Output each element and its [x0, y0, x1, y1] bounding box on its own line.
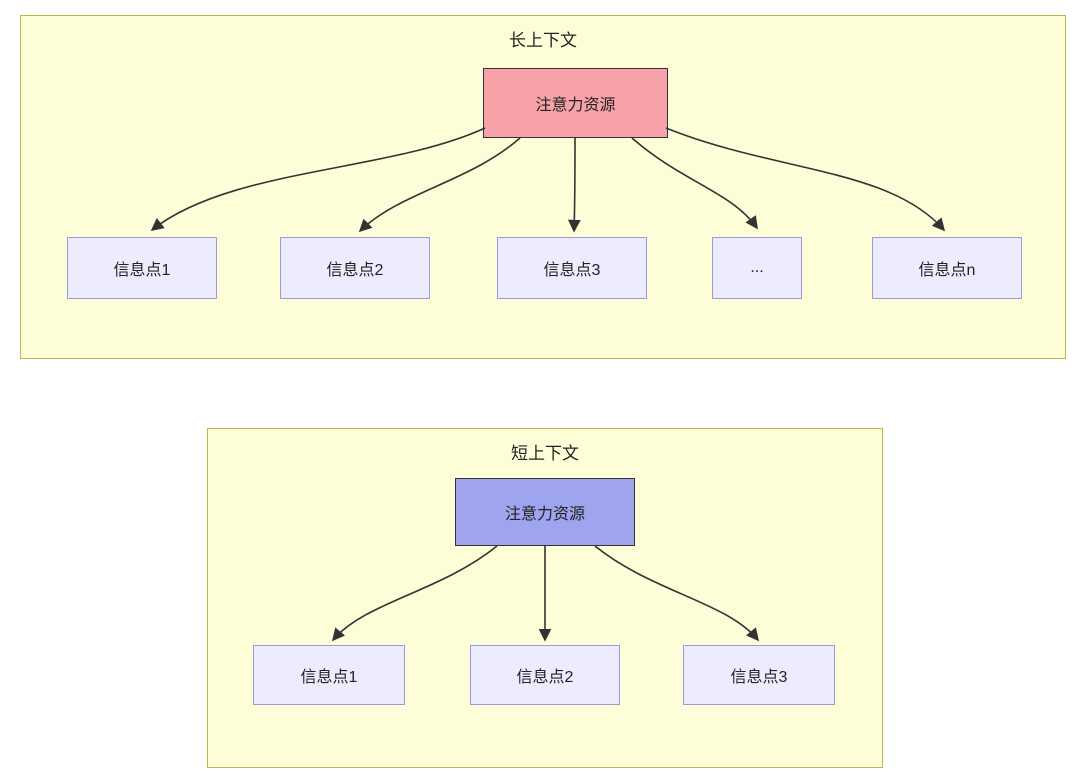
attention-box-short: 注意力资源 — [455, 478, 635, 546]
panel-long-context: 长上下文 — [20, 15, 1066, 359]
info-node-long-1-label: 信息点1 — [113, 262, 171, 279]
info-node-short-2-label: 信息点2 — [516, 669, 574, 686]
attention-box-short-label: 注意力资源 — [504, 506, 585, 523]
info-node-long-n: 信息点n — [872, 237, 1022, 299]
panel-long-context-title: 长上下文 — [509, 31, 577, 50]
info-node-short-1-label: 信息点1 — [300, 669, 358, 686]
info-node-long-n-label: 信息点n — [918, 262, 976, 279]
info-node-short-1: 信息点1 — [253, 645, 405, 705]
info-node-long-ellipsis: ... — [712, 237, 802, 299]
attention-box-long: 注意力资源 — [483, 68, 668, 138]
info-node-short-3-label: 信息点3 — [730, 669, 788, 686]
info-node-long-3: 信息点3 — [497, 237, 647, 299]
info-node-short-2: 信息点2 — [470, 645, 620, 705]
info-node-long-2-label: 信息点2 — [326, 262, 384, 279]
attention-box-long-label: 注意力资源 — [535, 97, 616, 114]
panel-short-context-title: 短上下文 — [511, 444, 579, 463]
info-node-short-3: 信息点3 — [683, 645, 835, 705]
info-node-long-ellipsis-label: ... — [750, 259, 764, 276]
info-node-long-2: 信息点2 — [280, 237, 430, 299]
info-node-long-3-label: 信息点3 — [543, 262, 601, 279]
info-node-long-1: 信息点1 — [67, 237, 217, 299]
